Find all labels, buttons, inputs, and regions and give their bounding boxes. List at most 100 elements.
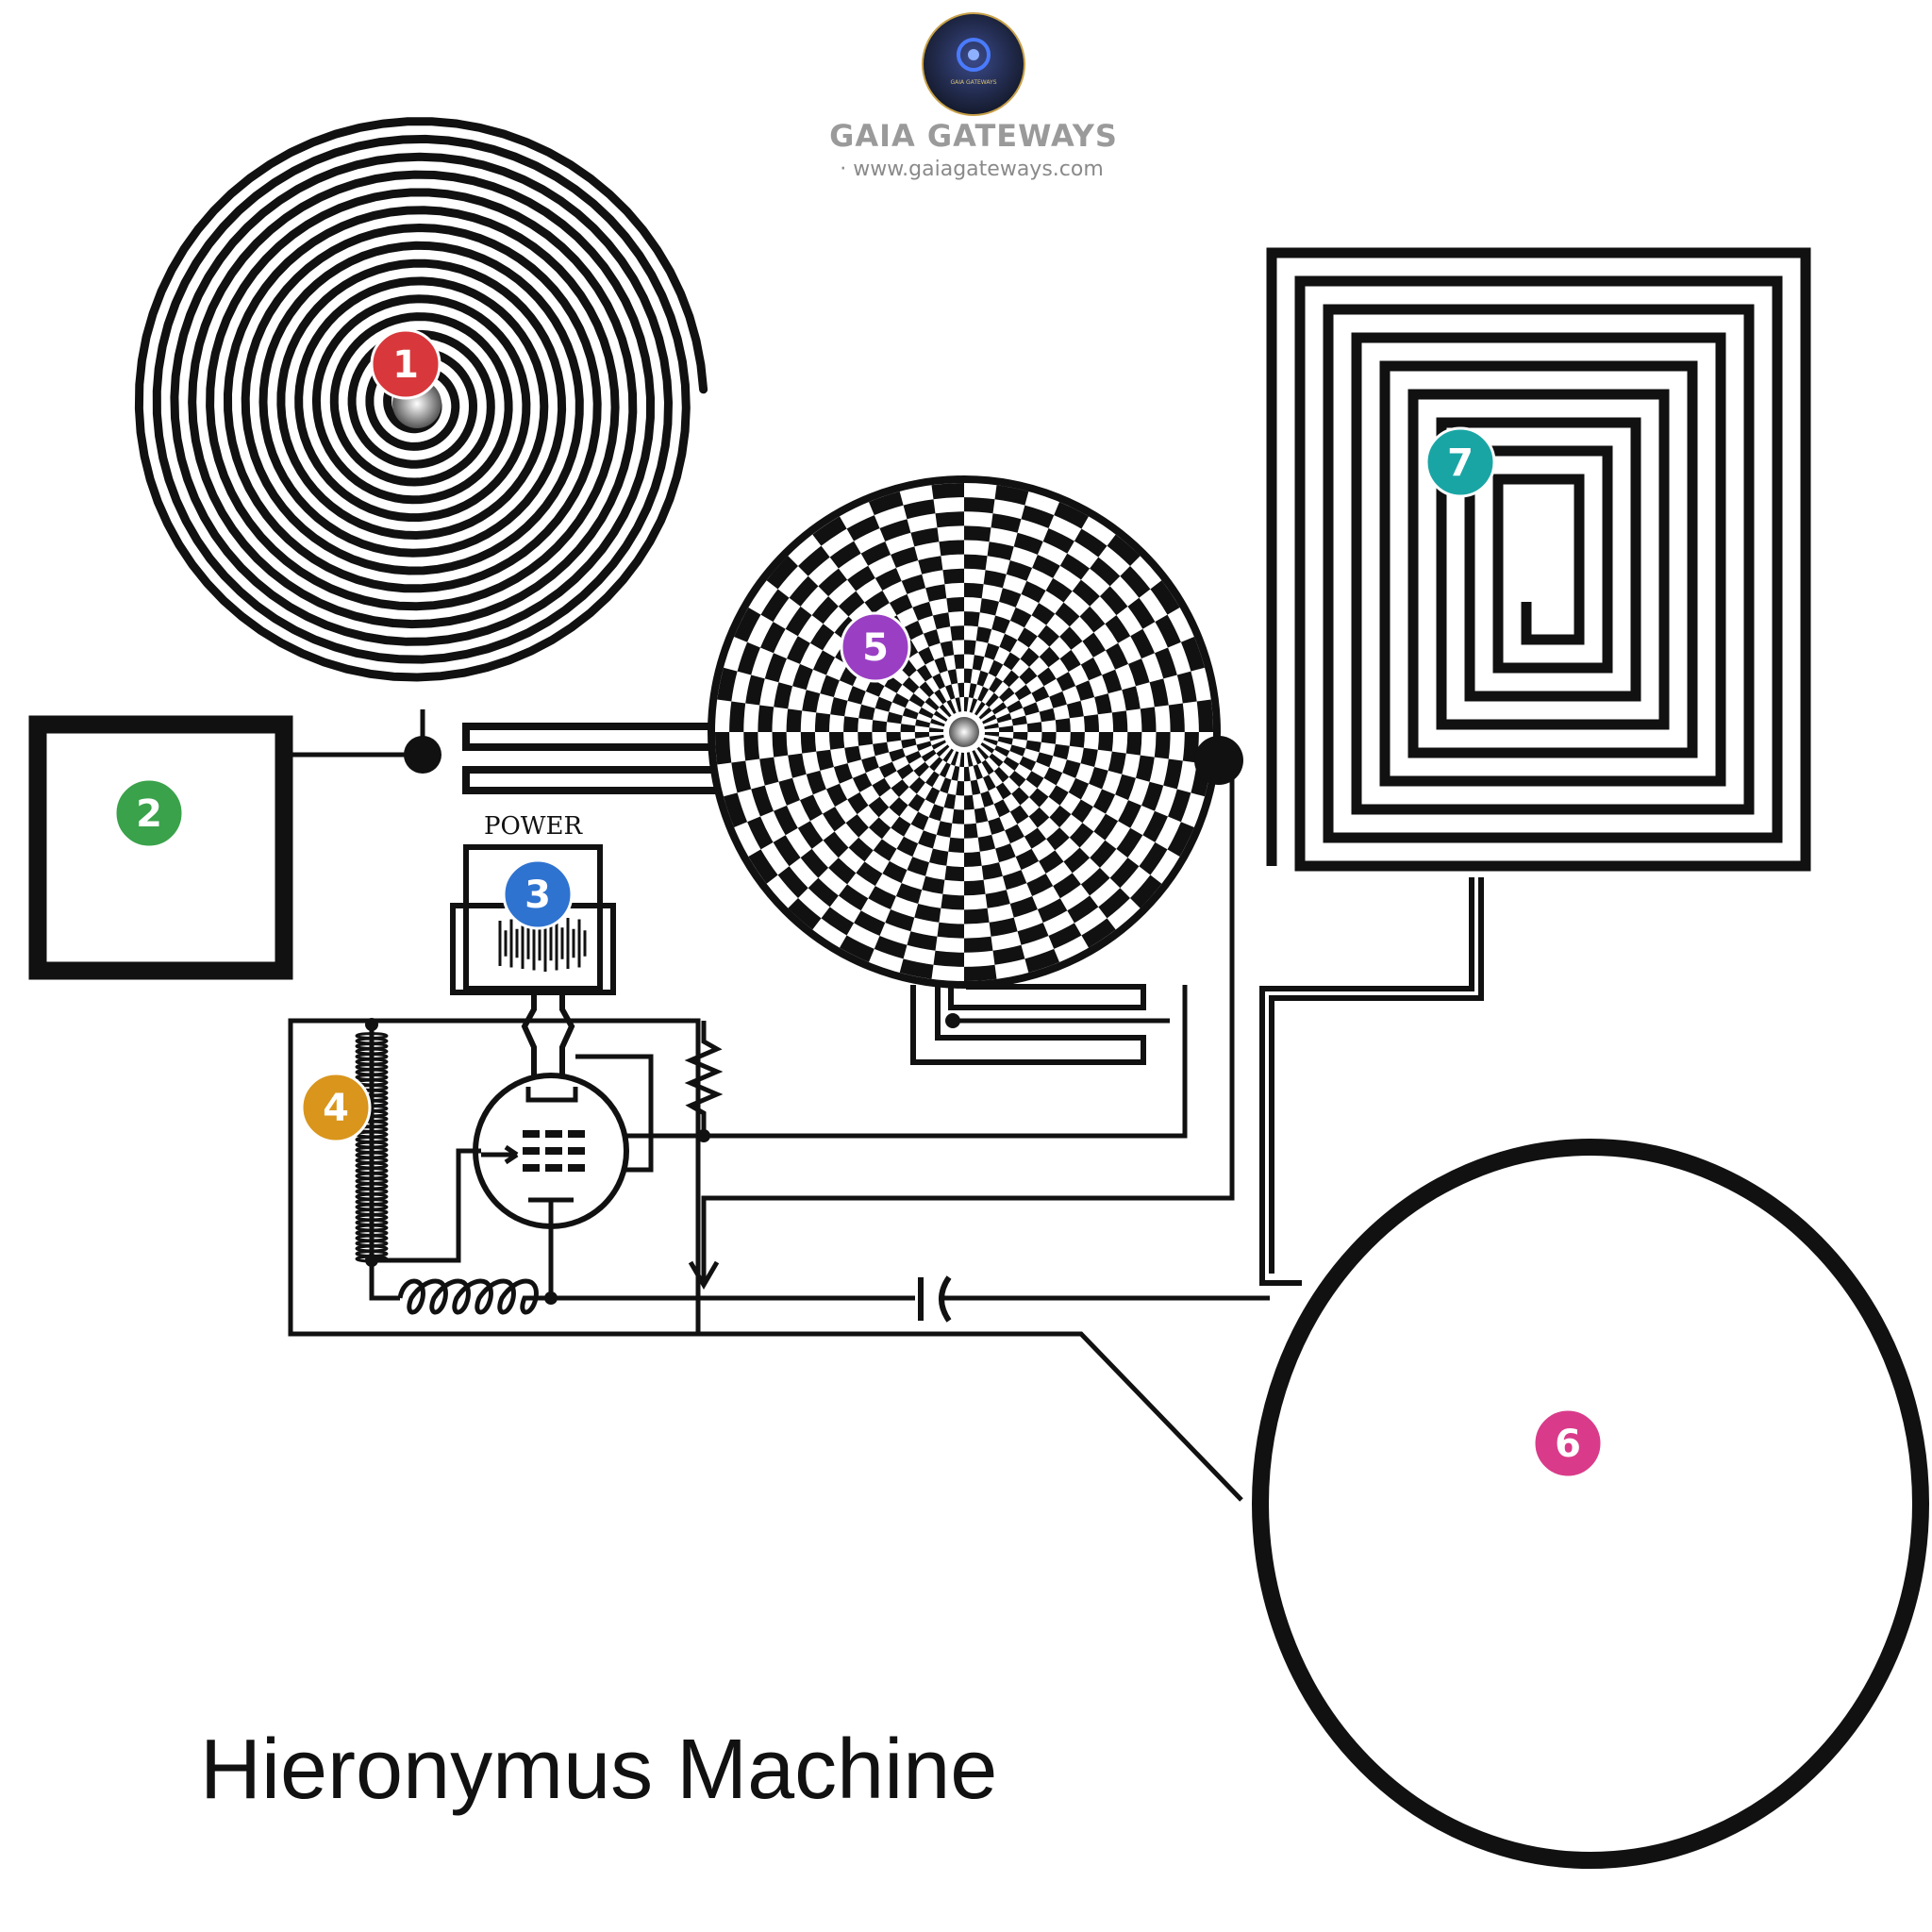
dial-check — [873, 839, 897, 861]
dial-check — [964, 611, 980, 627]
capacitor — [918, 1275, 1270, 1323]
coil-node-top — [365, 1018, 378, 1031]
dial-check — [933, 950, 964, 967]
dial-check — [789, 575, 819, 607]
dial-check — [1025, 740, 1041, 753]
dial-check — [823, 831, 849, 858]
dial-check — [840, 935, 874, 962]
dial-check — [1024, 948, 1059, 973]
dial-check — [1093, 813, 1119, 841]
dial-check — [1083, 714, 1100, 732]
dial-check — [1059, 553, 1091, 580]
dial-check — [1099, 586, 1128, 616]
dial-check — [1006, 560, 1033, 581]
dial-check — [907, 931, 938, 951]
dial-check — [1049, 805, 1072, 828]
dial-check — [998, 687, 1015, 703]
dial-check — [1031, 686, 1050, 703]
dial-check — [798, 545, 830, 576]
dial-check — [1168, 789, 1191, 823]
dial-check — [1041, 732, 1057, 744]
dial-check — [981, 759, 994, 775]
dial-check — [1107, 534, 1141, 566]
dial-check — [1054, 502, 1089, 529]
dial-check — [891, 779, 909, 797]
dial-check — [1017, 923, 1049, 945]
grid-lead — [372, 1148, 481, 1263]
dial-check — [988, 817, 1006, 835]
dial-check — [874, 696, 892, 712]
dial-check — [1011, 787, 1029, 806]
dial-check — [994, 745, 1010, 758]
dial-check — [1002, 870, 1027, 891]
brand-name: GAIA GATEWAYS — [829, 118, 1118, 154]
dial-check — [772, 732, 789, 758]
dial-check — [985, 890, 1010, 908]
dial-check — [977, 834, 996, 852]
dial-check — [951, 765, 960, 781]
dial-check — [785, 606, 812, 637]
dial-check — [984, 642, 1000, 660]
dial-check — [823, 807, 846, 832]
dial-check — [1072, 579, 1100, 607]
dial-comb-outer — [910, 985, 1146, 1065]
dial-check — [872, 720, 888, 732]
dial-check — [868, 796, 890, 818]
dial-check — [1026, 722, 1042, 732]
dial-check — [974, 807, 989, 824]
dial-check — [979, 598, 999, 616]
dial-check — [921, 749, 937, 762]
dial-check — [964, 823, 978, 839]
marker-6: 6 — [1532, 1407, 1604, 1479]
dial-check — [1017, 627, 1038, 648]
dial-check — [751, 785, 774, 817]
dial-check — [991, 702, 1008, 715]
dial-check — [930, 718, 945, 727]
dial-check — [1008, 771, 1026, 788]
dial-check — [995, 843, 1016, 863]
dial-check — [919, 681, 935, 698]
dial-check — [1059, 649, 1081, 673]
dial-check — [964, 794, 974, 810]
dial-check — [1122, 686, 1141, 711]
dial-check — [797, 821, 824, 849]
dial-check — [1007, 700, 1024, 713]
brand-logo — [922, 12, 1025, 116]
dial-check — [984, 723, 999, 730]
dial-check — [1097, 732, 1114, 752]
checkered-dial — [708, 475, 1243, 1065]
dial-check — [814, 712, 831, 732]
marker-badge — [840, 611, 911, 683]
dial-check — [828, 732, 845, 750]
dial-check — [914, 904, 941, 923]
dial-check — [1075, 680, 1095, 701]
dial-check — [1154, 732, 1171, 759]
dial-check — [1142, 810, 1168, 842]
dial-check — [1080, 867, 1110, 896]
dial-check — [964, 879, 986, 896]
dial-check — [964, 668, 973, 684]
dial-check — [988, 659, 1004, 677]
dial-check — [998, 725, 1014, 732]
resistor — [684, 1021, 724, 1136]
dial-check — [788, 898, 822, 930]
dial-check — [812, 516, 847, 546]
dial-check — [1150, 580, 1180, 615]
dial-check — [844, 745, 862, 764]
dial-check — [1026, 874, 1054, 896]
dial-check — [946, 596, 964, 613]
dial-check — [743, 732, 760, 761]
dial-check — [818, 568, 848, 597]
dial-check — [939, 704, 952, 718]
marker-badge — [1424, 426, 1496, 498]
brand-header: GAIA GATEWAYS GAIA GATEWAYS · www.gaiaga… — [829, 12, 1118, 181]
dial-check — [1069, 732, 1085, 748]
dial-check — [1059, 626, 1083, 650]
dial-check — [928, 727, 944, 732]
dial-check — [820, 675, 840, 697]
dial-check — [1056, 672, 1076, 691]
marker-number: 6 — [1555, 1423, 1581, 1466]
dial-check — [910, 811, 929, 831]
dial-check — [1120, 566, 1151, 598]
